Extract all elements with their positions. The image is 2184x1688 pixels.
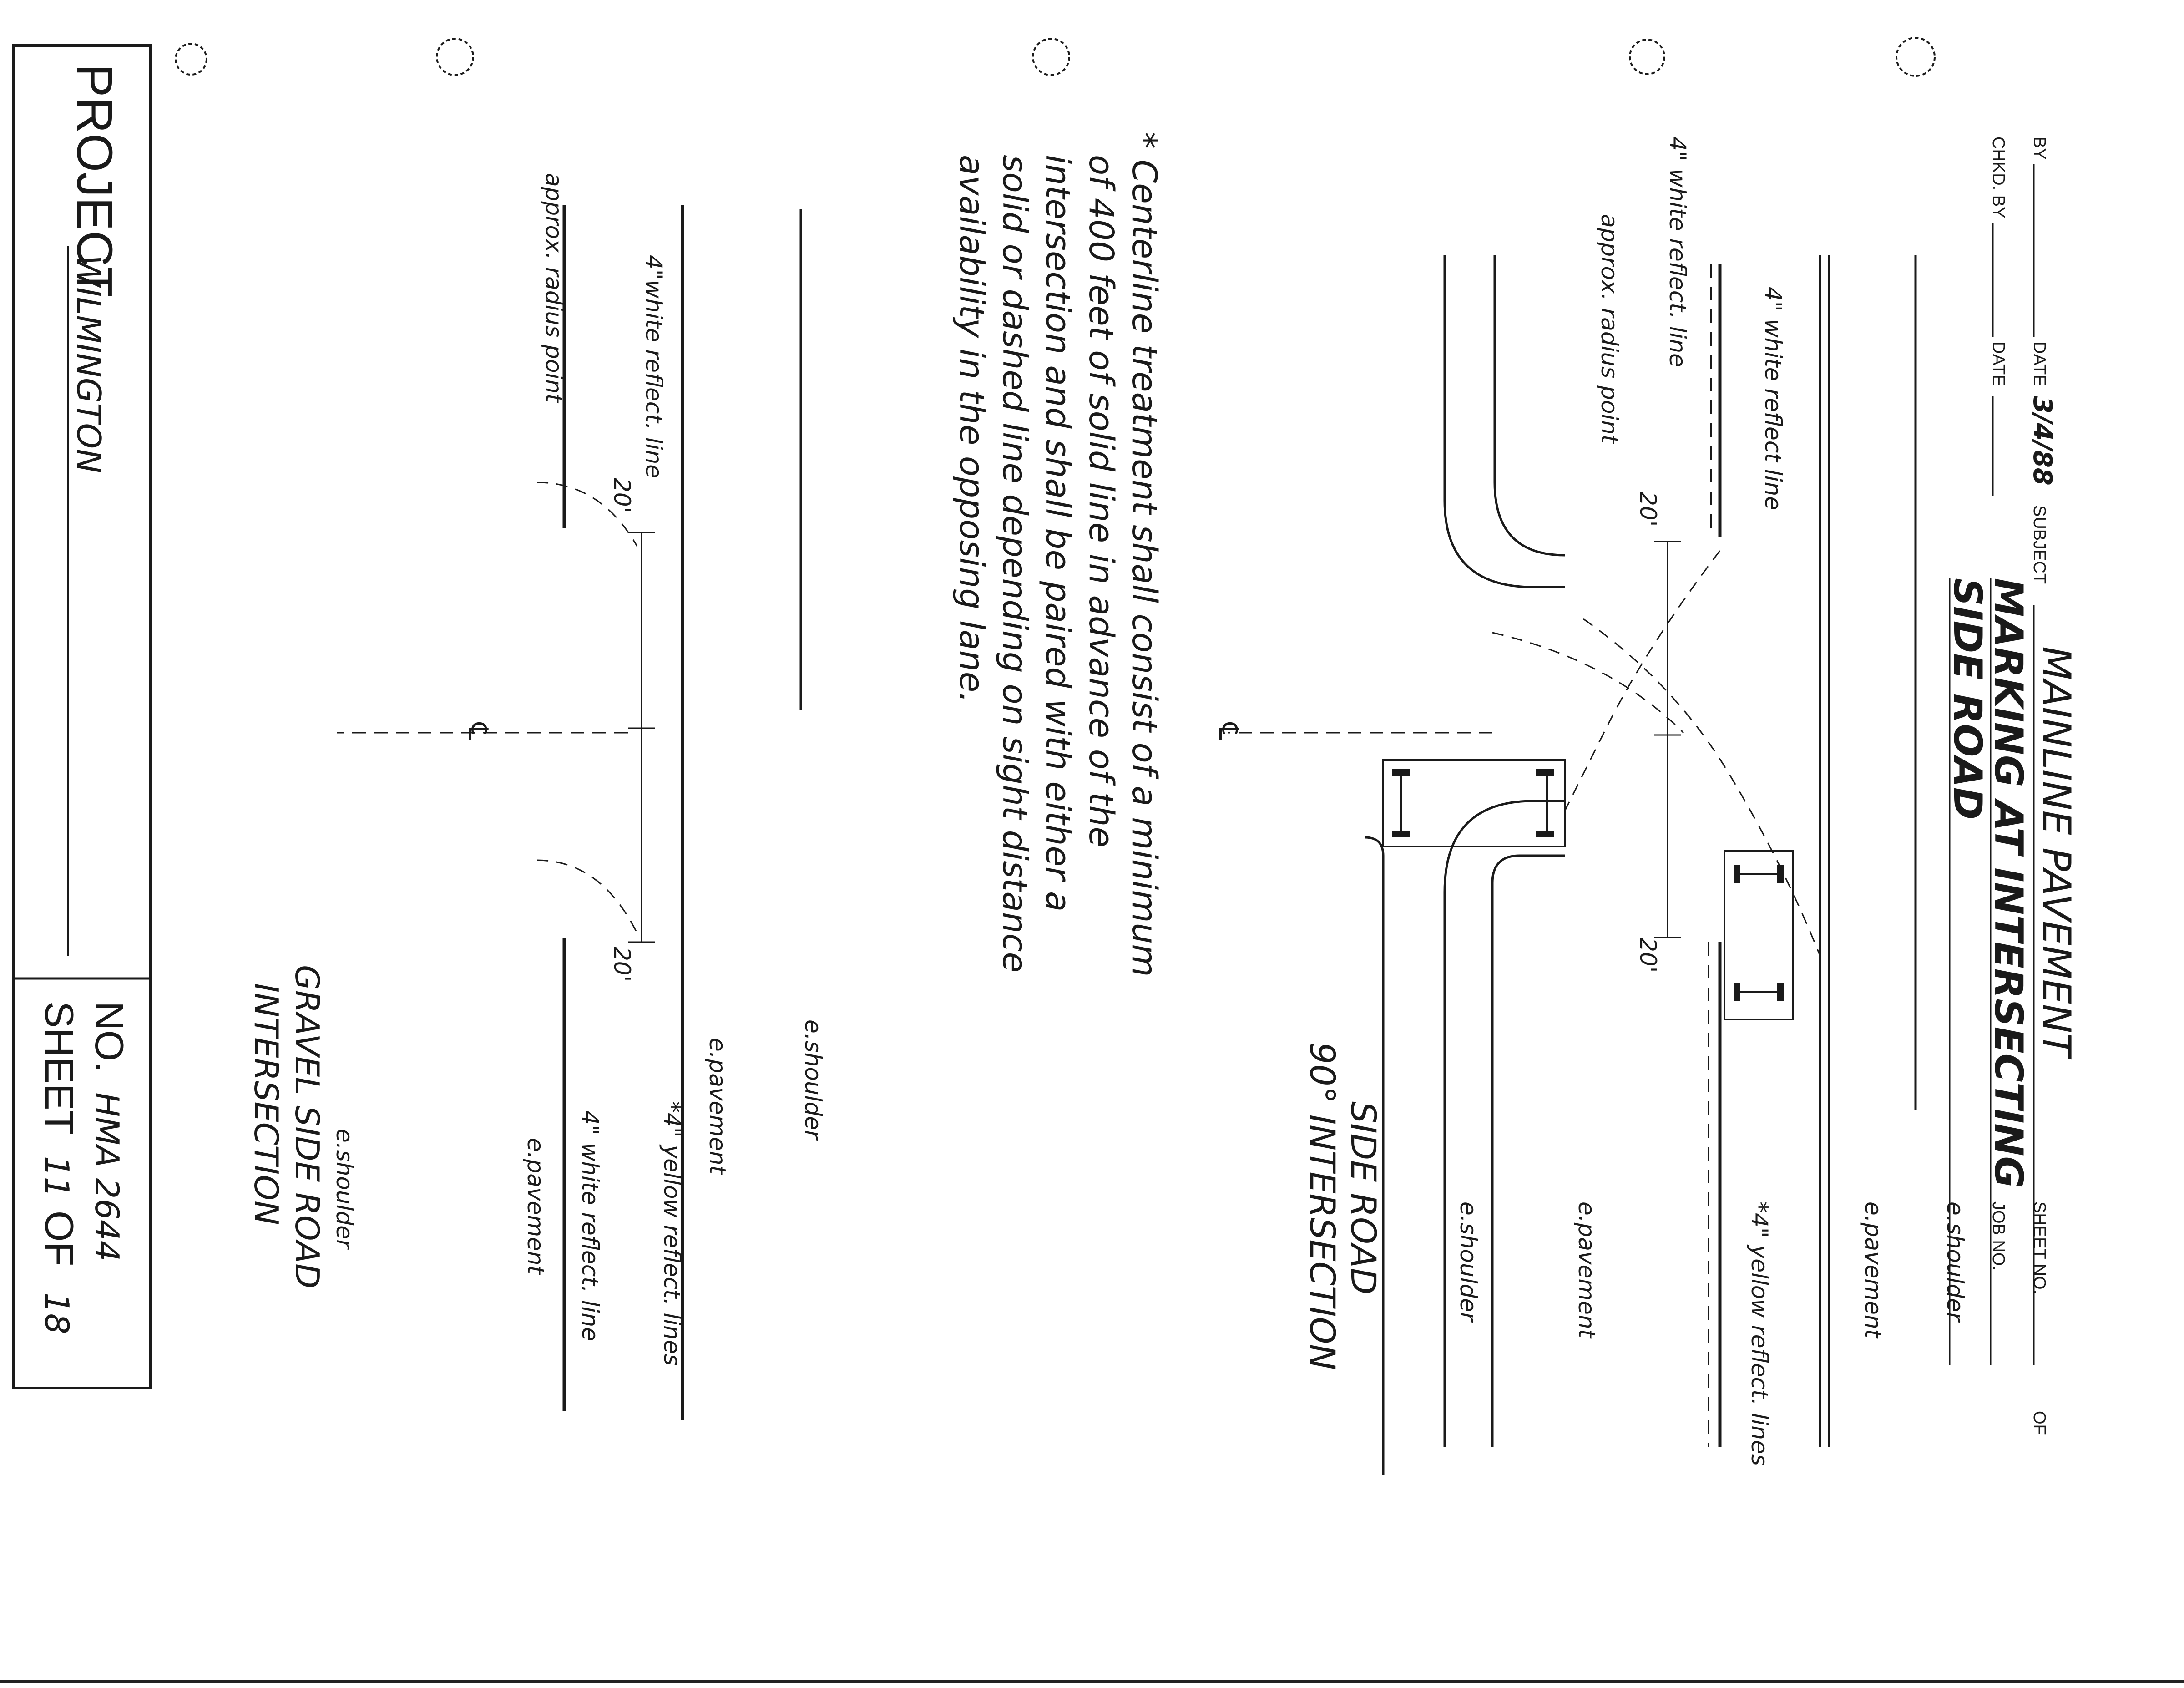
label-e-shoulder-gravel: e.shoulder [800, 1019, 826, 1141]
chkd-by-label: CHKD. BY [1989, 137, 2008, 218]
gravel-dimension-label-left: 20' [609, 478, 635, 513]
title-gravel-intersection: INTERSECTION [247, 983, 285, 1225]
label-e-pavement-top: e.pavement [1860, 1201, 1886, 1339]
vehicle-mainline [1724, 850, 1794, 1020]
label-e-shoulder-top: e.shoulder [1942, 1201, 1968, 1323]
label-e-pavement-gravel: e.pavement [704, 1038, 731, 1176]
label-e-shoulder-gravel-right: e.shoulder [331, 1129, 358, 1250]
punch-holes [175, 37, 1936, 77]
note-line-5: availability in the opposing lane. [952, 155, 991, 703]
side-road-left-shoulder [1493, 255, 1566, 557]
label-yellow-reflect-lines-top: *4" yellow reflect. lines [1746, 1201, 1773, 1466]
title-block-frame [12, 44, 152, 1389]
label-white-reflect-line-gravel: 4"white reflect. line [641, 255, 667, 478]
subject-line-1: MAINLINE PAVEMENT [2033, 646, 2079, 1060]
centerline-symbol-top: ℄ [1213, 719, 1244, 744]
side-road-right-pavement-inner [1491, 854, 1565, 1447]
no-value: HMA 2644 [88, 1092, 126, 1262]
centerline-symbol-bottom: ℄ [462, 719, 494, 744]
rotated-drawing: BY DATE 3/4/88 CHKD. BY DATE SUBJECT MAI… [12, 44, 2079, 1475]
gravel-side-road-diagram: 20' 20' ℄ 4"white reflect. line approx. … [247, 173, 826, 1420]
of-label-title-block: OF [37, 1211, 82, 1266]
subject-line-3: SIDE ROAD [1945, 578, 1990, 820]
no-label: NO. [87, 1001, 132, 1072]
by-label: BY [2030, 137, 2049, 160]
label-white-reflect-line-top: 4" white reflect line [1760, 287, 1786, 510]
sheet-label: SHEET [37, 1001, 82, 1135]
note-line-3: intersection and shall be paired with ei… [1038, 155, 1077, 912]
date2-label: DATE [1989, 341, 2008, 386]
sheet-value: 11 [38, 1156, 76, 1198]
gravel-radius-right [536, 859, 638, 933]
date-label: DATE [2030, 341, 2049, 386]
label-white-reflect-line-left: 4" white reflect. line [1664, 137, 1691, 367]
centerline-note: * Centerline treatment shall consist of … [952, 132, 1164, 977]
side-road-left-pavement [1443, 255, 1565, 588]
of-value: 18 [38, 1293, 76, 1334]
side-road-right-pavement [1443, 800, 1565, 1447]
label-approx-radius-top: approx. radius point [1596, 214, 1623, 445]
dimension-label-right: 20' [1635, 938, 1661, 973]
label-white-reflect-line-gravel-right: 4" white reflect. line [577, 1110, 603, 1341]
gravel-radius-left [536, 482, 638, 547]
subject-line-2: MARKING AT INTERSECTING [1986, 578, 2031, 1188]
label-e-shoulder-side: e.shoulder [1455, 1201, 1481, 1323]
date-value: 3/4/88 [2027, 396, 2057, 486]
project-value: WILMINGTON [70, 255, 108, 473]
note-line-1: * Centerline treatment shall consist of … [1125, 132, 1164, 977]
note-line-4: solid or dashed line depending on sight … [995, 155, 1034, 973]
gravel-dimension-label-right: 20' [609, 947, 635, 982]
of-label: OF [2030, 1411, 2049, 1435]
subject-label: SUBJECT [2030, 505, 2049, 584]
title-side-road: SIDE ROAD [1343, 1101, 1384, 1295]
dimension-label-left: 20' [1635, 492, 1661, 527]
label-e-pavement-side: e.pavement [1573, 1201, 1600, 1339]
vehicle-turning [1382, 759, 1566, 847]
header-block: BY DATE 3/4/88 CHKD. BY DATE SUBJECT MAI… [1945, 137, 2079, 1435]
title-90-intersection: 90° INTERSECTION [1302, 1042, 1343, 1370]
project-label: PROJECT [66, 64, 122, 297]
turn-path-inner [1492, 632, 1684, 734]
note-line-2: of 400 feet of solid line in advance of … [1082, 155, 1121, 847]
title-gravel-side-road: GRAVEL SIDE ROAD [288, 965, 326, 1288]
sheet-no-label: SHEET NO. [2030, 1201, 2049, 1294]
job-no-label: JOB NO. [1989, 1201, 2008, 1271]
label-approx-radius-gravel: approx. radius point [541, 173, 567, 404]
label-yellow-reflect-lines-gravel: *4" yellow reflect. lines [659, 1101, 685, 1366]
title-block: PROJECT WILMINGTON NO. HMA 2644 SHEET 11… [12, 44, 152, 1389]
label-e-pavement-gravel-right: e.pavement [522, 1138, 549, 1276]
side-road-90-diagram: 20' 20' ℄ [1213, 137, 1968, 1475]
turn-path-right [1583, 618, 1821, 956]
side-road-right-shoulder [1365, 836, 1385, 1475]
turn-path-left [1564, 550, 1721, 811]
